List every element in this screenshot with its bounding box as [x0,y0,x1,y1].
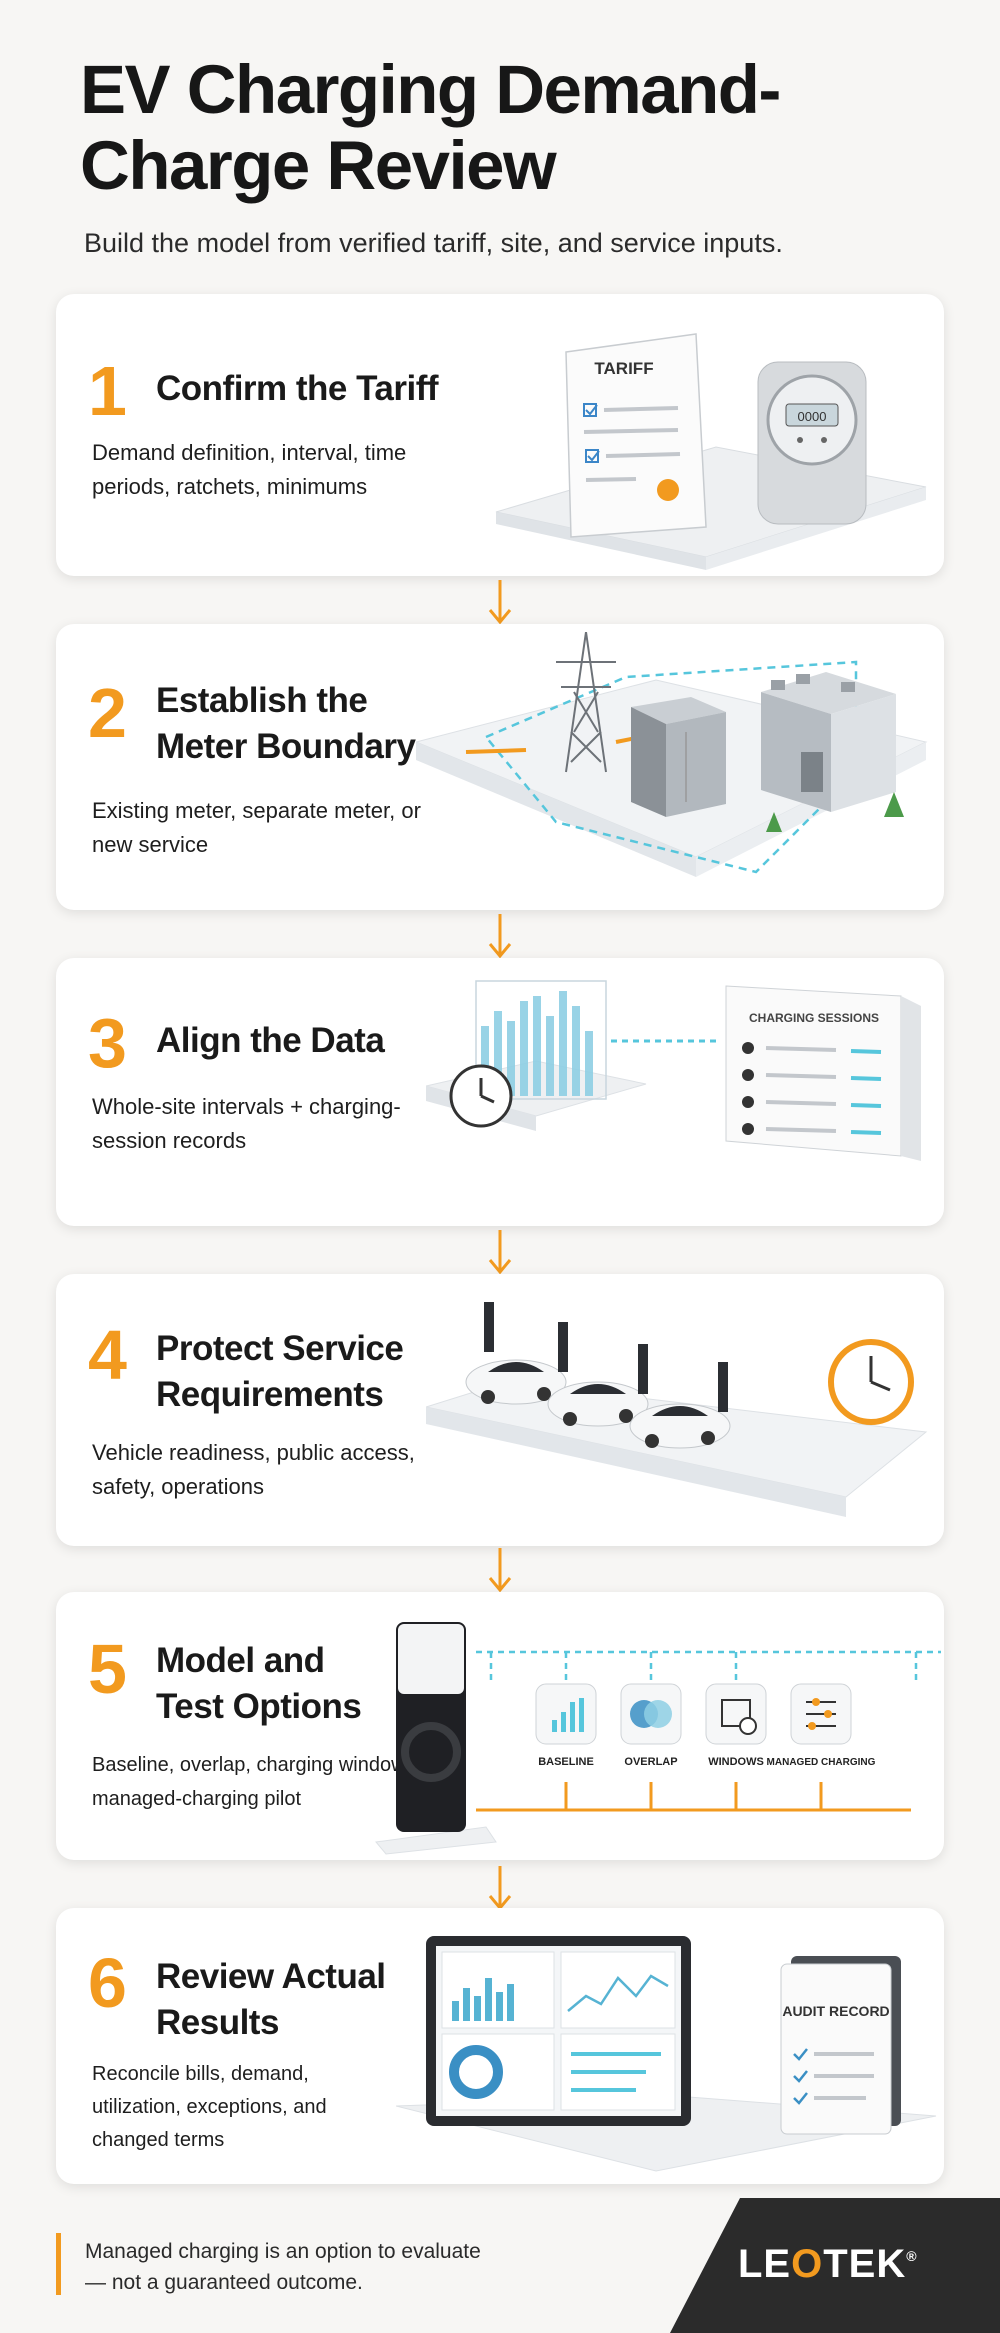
step-title: Confirm the Tariff [156,369,439,408]
step-card-5: 5 Model and Test Options Baseline, overl… [56,1592,944,1860]
step-number: 4 [88,1316,127,1394]
fleet-charging-illustration [426,1302,928,1517]
bar-chart-icon [481,991,593,1096]
option-label: BASELINE [538,1756,594,1768]
tariff-document-icon: TARIFF [565,333,707,538]
step-title: Protect Service Requirements [156,1329,404,1414]
step-card-3: 3 Align the Data Whole-site intervals + … [56,958,944,1226]
audit-record-binder-icon: AUDIT RECORD [780,1956,901,2135]
option-label: MANAGED CHARGING [767,1757,876,1768]
electric-meter-icon: 0000 [757,361,867,525]
step-description: Vehicle readiness, public access, safety… [92,1440,415,1499]
clock-icon [449,1064,513,1128]
tariff-label: TARIFF [594,359,653,378]
page-title: EV Charging Demand-Charge Review [80,51,781,204]
step-card-2: 2 Establish the Meter Boundary Existing … [56,624,944,910]
step-card-6: 6 Review Actual Results Reconcile bills,… [56,1908,944,2184]
footer-accent-bar [56,2233,61,2295]
panel-title: CHARGING SESSIONS [749,1011,879,1025]
step-title: Review Actual Results [156,1957,386,2042]
footer-note: Managed charging is an option to evaluat… [85,2240,481,2294]
step-description: Reconcile bills, demand, utilization, ex… [92,2063,327,2151]
transformer-cabinet-icon [631,697,726,817]
step-number: 1 [88,352,127,430]
data-alignment-illustration: CHARGING SESSIONS [426,980,921,1161]
step-card-4: 4 Protect Service Requirements Vehicle r… [56,1274,944,1546]
flow-arrow [488,580,512,625]
building-icon [761,672,896,812]
flow-arrow [488,1866,512,1911]
step-description: Existing meter, separate meter, or new s… [92,798,421,857]
meter-boundary-illustration [416,632,928,877]
charger-post-icon [484,1302,728,1412]
step-description: Whole-site intervals + charging-session … [92,1094,401,1153]
step-title: Align the Data [156,1021,385,1060]
flow-arrow [488,914,512,959]
option-managed-charging: MANAGED CHARGING [767,1683,876,1768]
page-subtitle: Build the model from verified tariff, si… [84,228,783,258]
charger-options-illustration: BASELINE OVERLAP WINDOWS MANAGED CHARGIN… [375,1622,941,1855]
option-label: OVERLAP [624,1756,677,1768]
tariff-meter-illustration: TARIFF 0000 [495,333,927,570]
option-windows: WINDOWS [705,1683,767,1768]
ev-car-icon [629,1403,731,1449]
flow-arrow [488,1548,512,1593]
ev-charger-icon [396,1622,466,1832]
step-number: 3 [88,1004,127,1082]
leotek-logo: LEOTEK® [738,2242,918,2286]
charging-sessions-panel: CHARGING SESSIONS [725,985,921,1161]
step-description: Demand definition, interval, time period… [92,440,407,499]
step-title: Model and Test Options [156,1641,362,1726]
transmission-tower-icon [556,632,616,773]
step-card-1: 1 Confirm the Tariff Demand definition, … [56,294,944,576]
svg-text:0000: 0000 [798,409,827,424]
footer-brand-panel [670,2198,1000,2333]
step-description: Baseline, overlap, charging windows, man… [92,1754,422,1810]
flow-arrow [488,1230,512,1275]
audit-label: AUDIT RECORD [782,2003,889,2019]
results-review-illustration: AUDIT RECORD [396,1936,937,2172]
step-number: 5 [88,1630,127,1708]
dashboard-monitor-icon [426,1936,691,2126]
option-baseline: BASELINE [535,1683,597,1768]
option-overlap: OVERLAP [620,1683,682,1768]
ev-car-icon [465,1359,567,1405]
ev-car-icon [547,1381,649,1427]
clock-icon [828,1339,914,1425]
step-title: Establish the Meter Boundary [156,681,416,766]
option-label: WINDOWS [708,1756,764,1768]
step-number: 2 [88,674,127,752]
step-number: 6 [88,1944,127,2022]
